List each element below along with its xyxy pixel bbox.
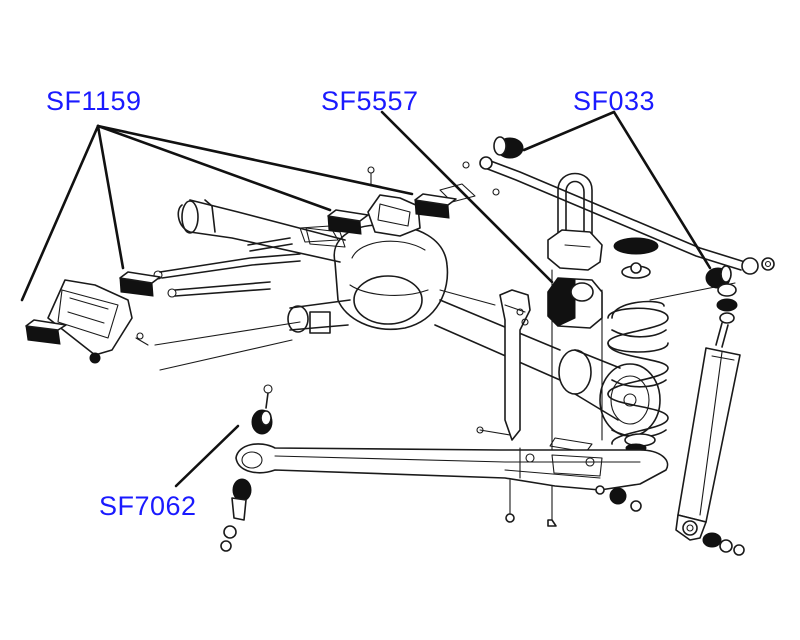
leader-sf1159-d — [96, 124, 414, 196]
reference-lines — [154, 282, 736, 371]
leader-sf1159-c — [96, 124, 332, 212]
leader-sf1159-b — [96, 124, 125, 270]
sf5557-bump-stop — [547, 277, 603, 329]
sf1159-bushing-mid-left — [119, 271, 161, 297]
sf7062-bushing-set — [220, 384, 273, 552]
coil-spring — [607, 237, 669, 453]
leader-sf033-b — [612, 110, 712, 270]
leader-sf5557 — [380, 110, 554, 284]
sf1159-bushing-lower-left — [25, 319, 67, 345]
panhard-rod — [479, 156, 775, 275]
lower-control-arm — [235, 443, 669, 523]
radius-rods — [153, 225, 339, 298]
shock-absorber — [675, 283, 745, 556]
sf033-bushing-top — [493, 136, 524, 159]
leader-sf1159-a — [20, 124, 100, 302]
part-label-sf1159: SF1159 — [46, 86, 142, 116]
leader-sf033-a — [522, 110, 616, 152]
part-label-sf7062: SF7062 — [99, 491, 197, 521]
part-label-sf033: SF033 — [573, 86, 656, 116]
sf033-bushing-bottom — [705, 265, 732, 289]
sf1159-bushing-center — [327, 209, 369, 235]
leader-sf7062 — [174, 424, 240, 488]
left-mount-bracket — [47, 279, 149, 364]
leader-lines — [20, 110, 712, 488]
shock-bracket — [476, 289, 593, 453]
part-label-sf5557: SF5557 — [321, 86, 419, 116]
sf1159-bushing-right — [414, 193, 457, 219]
